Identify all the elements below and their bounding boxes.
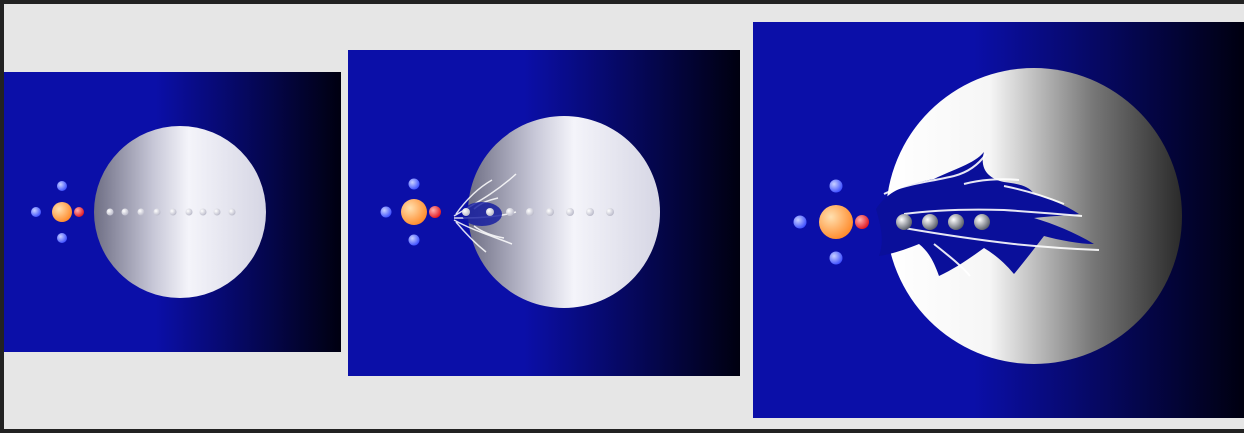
trail-dot [586,208,594,216]
figure-panel [4,4,1244,429]
trail-dot [948,214,964,230]
blue-particle [57,181,67,191]
frame-extensive-cracking [753,22,1244,418]
trail-dot [896,214,912,230]
frame-initial-cracking [348,50,740,376]
trail-dot [606,208,614,216]
trail-dot [199,208,207,216]
trail-dot [526,208,534,216]
crack-cavity [876,152,1094,276]
red-particle [429,206,441,218]
trail-dot [546,208,554,216]
blue-particle [408,178,420,190]
trail-dot [121,208,129,216]
crack-line [455,221,487,253]
frame-before-entry [4,22,1244,418]
blue-particle [380,206,392,218]
blue-particle [408,234,420,246]
crack-line [933,243,971,277]
orange-nucleus [401,199,427,225]
blue-particle [829,179,843,193]
trail-dot [169,208,177,216]
orange-nucleus [819,205,853,239]
red-particle [855,215,869,229]
crack-line [473,225,505,239]
crack-line [1003,185,1065,205]
trail-dot [137,208,145,216]
trail-dot [974,214,990,230]
crack-line [903,208,1083,217]
crack-line [453,173,517,217]
trail-dot [462,208,470,216]
frame-before-entry [4,72,341,352]
trail-dot [213,208,221,216]
trail-dot [922,214,938,230]
crack-line [455,179,493,215]
blue-particle [793,215,807,229]
crack-line [963,178,1020,185]
trail-dot [506,208,514,216]
target-sphere [94,126,266,298]
red-particle [74,207,84,217]
trail-dot [153,208,161,216]
crack-line [883,153,987,195]
blue-particle [829,251,843,265]
crack-line [453,219,513,245]
orange-nucleus [52,202,72,222]
trail-dot [228,208,236,216]
trail-dot [486,208,494,216]
blue-particle [31,207,41,217]
crack-line [903,227,1100,251]
blue-particle [57,233,67,243]
trail-dot [106,208,114,216]
trail-dot [185,208,193,216]
crack-cavity [462,202,502,226]
trail-dot [566,208,574,216]
target-sphere [468,116,660,308]
